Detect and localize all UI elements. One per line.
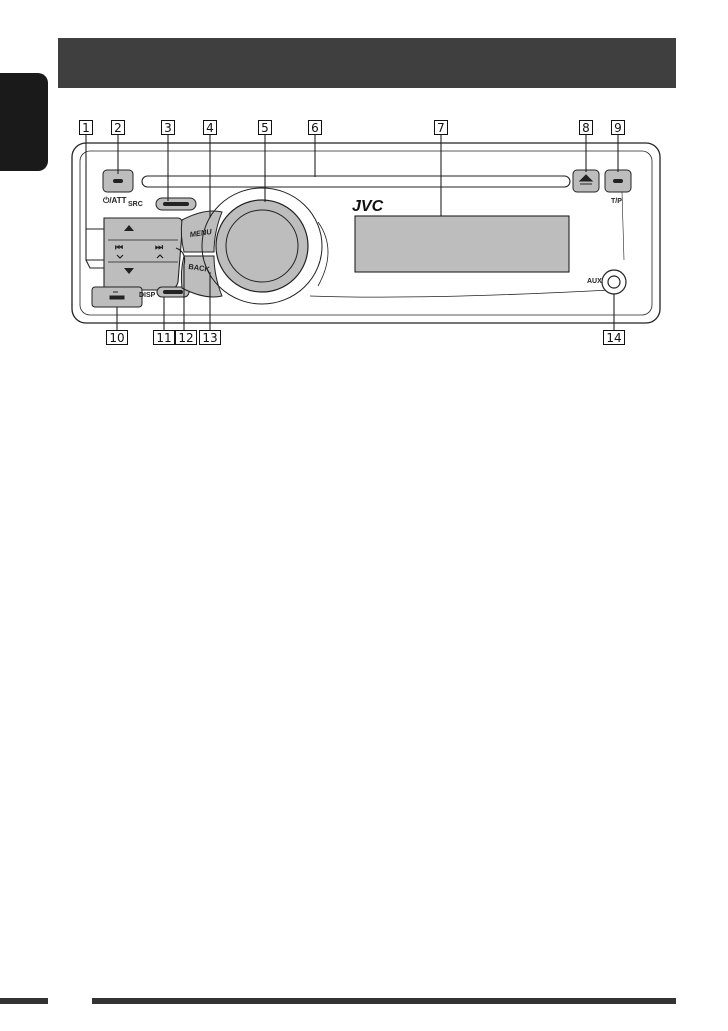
aux-label: AUX	[587, 278, 602, 285]
callout-12: 12	[175, 330, 197, 345]
callout-4: 4	[203, 120, 217, 135]
callout-10: 10	[106, 330, 128, 345]
callout-6: 6	[308, 120, 322, 135]
callout-3: 3	[161, 120, 175, 135]
callout-2: 2	[111, 120, 125, 135]
tp-label: T/P	[611, 198, 622, 205]
arrow-pad	[104, 218, 183, 290]
callout-14: 14	[603, 330, 625, 345]
callout-5: 5	[258, 120, 272, 135]
callout-11: 11	[153, 330, 175, 345]
disc-slot	[142, 176, 570, 187]
callout-13: 13	[199, 330, 221, 345]
jvc-logo: JVC	[352, 198, 384, 215]
callout-9: 9	[611, 120, 625, 135]
footer-bar-left	[0, 998, 48, 1004]
callout-7: 7	[434, 120, 448, 135]
callout-1: 1	[79, 120, 93, 135]
next-icon: ⏭	[155, 242, 164, 252]
prev-icon: ⏮	[115, 242, 123, 252]
power-button-mark	[113, 179, 123, 183]
disp-label: DISP	[139, 292, 156, 299]
callout-8: 8	[579, 120, 593, 135]
display-window	[355, 216, 569, 272]
footer-bar-right	[92, 998, 676, 1004]
control-dial-center	[226, 210, 298, 282]
src-label: SRC	[128, 201, 143, 208]
power-label: ⏻/ATT	[103, 196, 127, 205]
